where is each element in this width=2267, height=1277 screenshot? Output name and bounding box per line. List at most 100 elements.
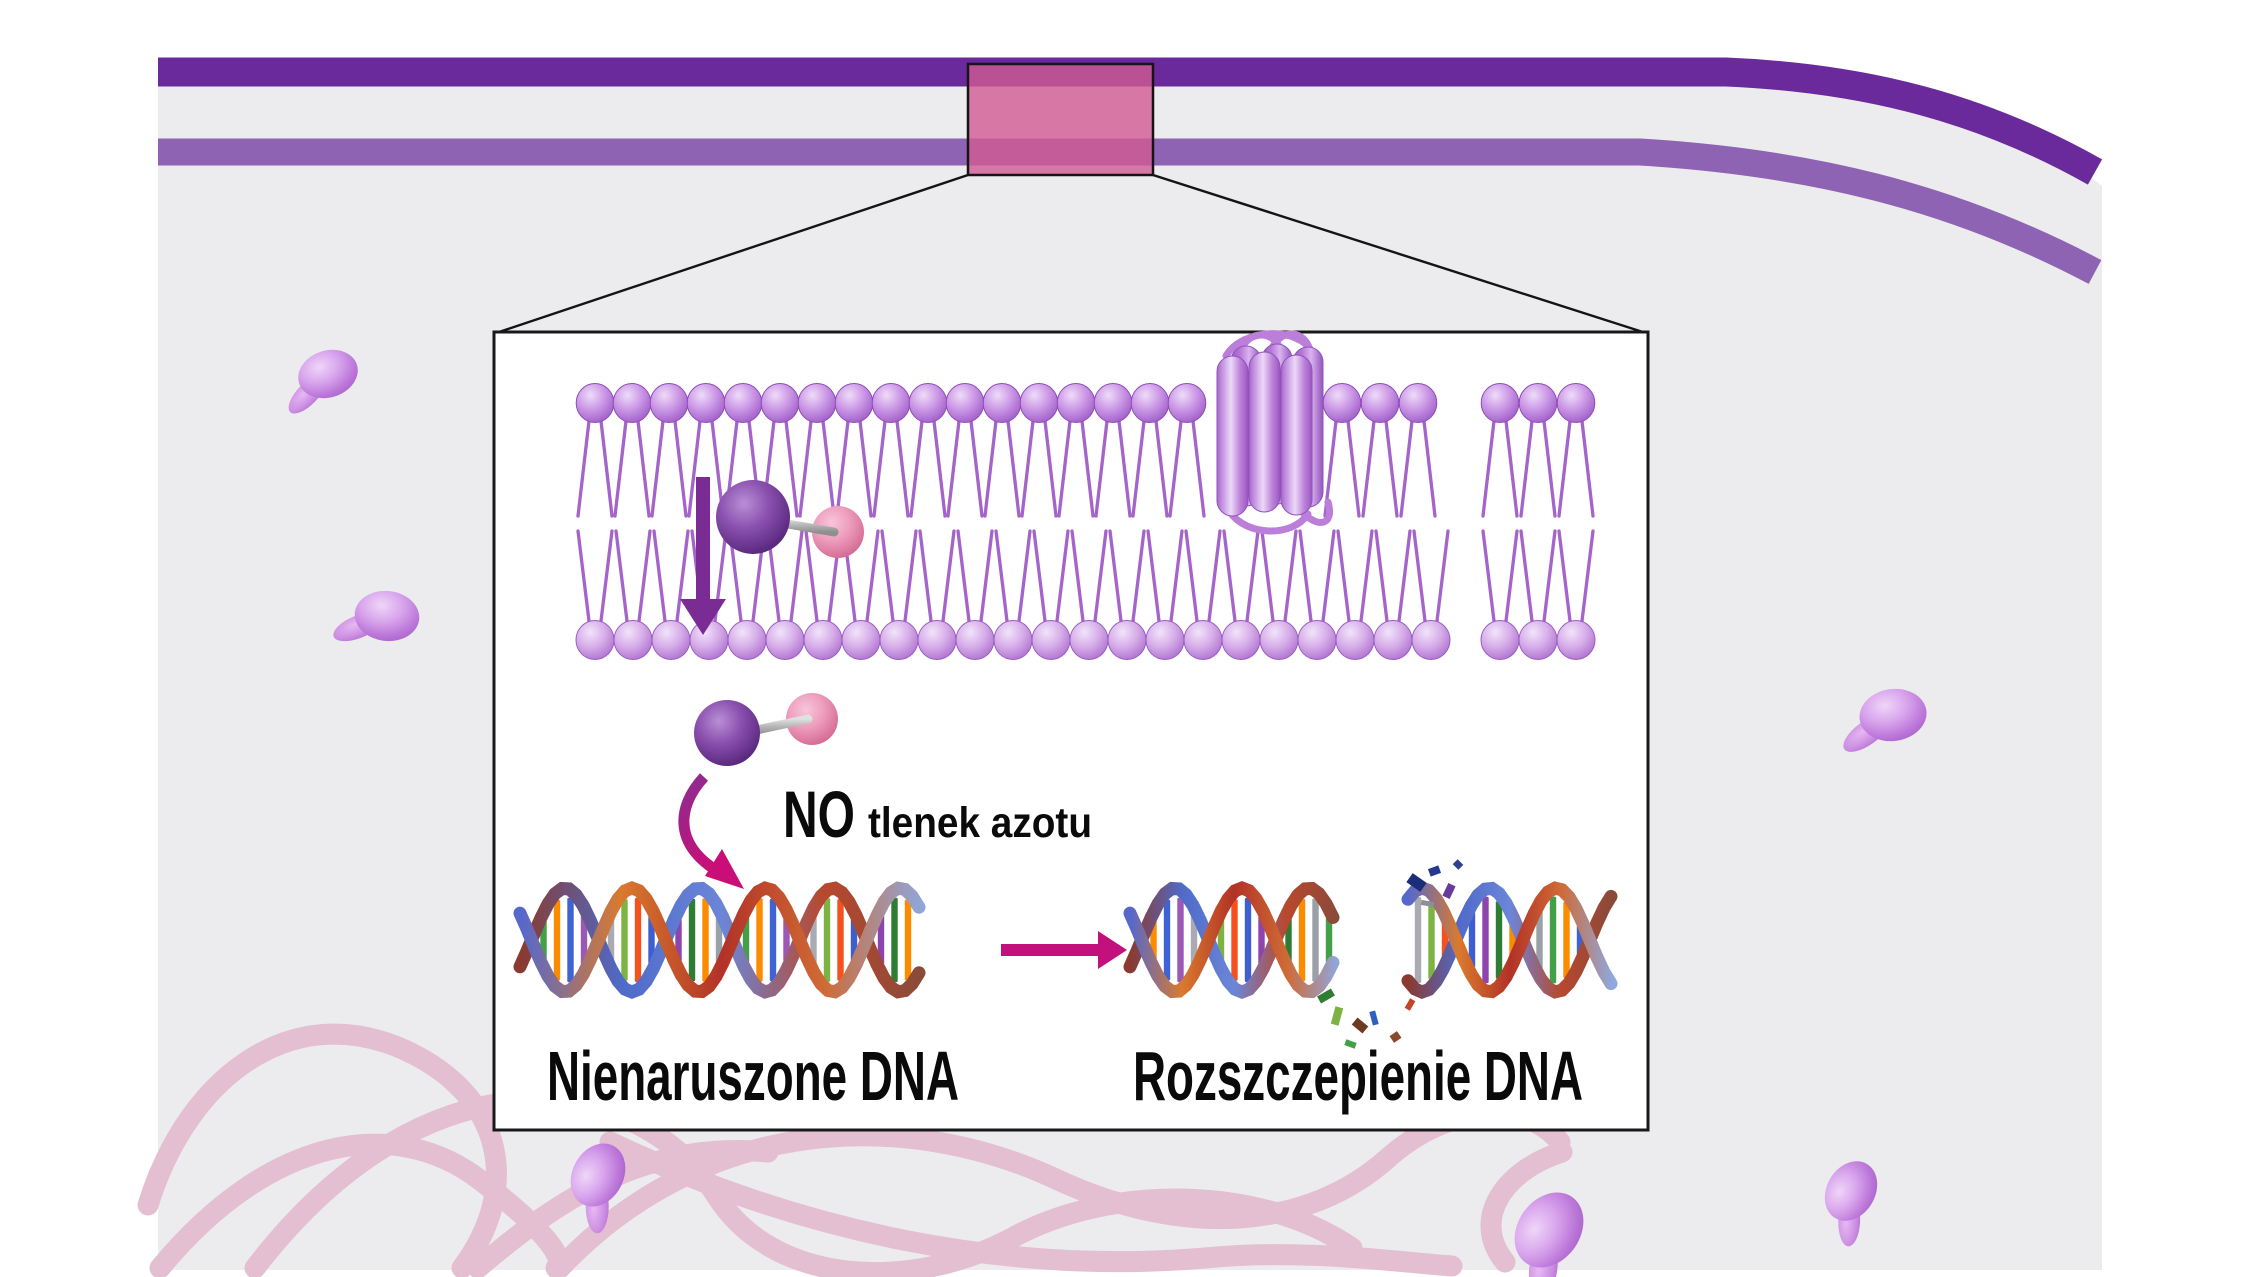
lipid-head	[1031, 620, 1071, 660]
membrane-highlight-region	[966, 62, 1155, 177]
lipid-tail	[1399, 419, 1414, 518]
lipid-tail	[1108, 529, 1123, 623]
protein-helix-cylinder	[1248, 351, 1281, 513]
lipid-head	[917, 620, 957, 660]
lipid-head	[1360, 383, 1400, 423]
lipid-tail	[979, 529, 994, 623]
lipid-head	[1480, 620, 1520, 660]
lipid-head	[1411, 620, 1451, 660]
lipid-head	[871, 383, 911, 423]
phospholipid-bilayer	[575, 383, 1596, 660]
lipid-tail	[687, 419, 702, 518]
lipid-tail	[1032, 529, 1047, 623]
nitrogen-atom	[716, 480, 790, 554]
dna-base-pair	[1536, 911, 1543, 969]
lipid-head	[955, 620, 995, 660]
lipid-head	[649, 383, 689, 423]
lipid-tail	[1580, 529, 1595, 623]
lipid-tail	[994, 529, 1009, 623]
dna-fragment	[1404, 998, 1416, 1011]
lipid-tail	[1184, 529, 1199, 623]
lipid-tail	[1346, 419, 1361, 518]
zoom-connector-right	[1152, 173, 1647, 335]
nitrogen-atom	[694, 700, 760, 766]
lipid-head	[1518, 620, 1558, 660]
lipid-tail	[1020, 419, 1035, 518]
lipid-tail	[1412, 529, 1427, 623]
lipid-head	[1335, 620, 1375, 660]
organelle-vesicle	[1514, 1192, 1584, 1277]
dna-strand	[1123, 881, 1340, 999]
lipid-head	[1019, 383, 1059, 423]
lipid-head	[760, 383, 800, 423]
lipid-tail	[865, 529, 880, 623]
no-to-dna-arrow	[678, 773, 729, 881]
dna-base-pair	[837, 899, 844, 981]
lipid-tail	[1260, 529, 1275, 623]
dna-base-pair	[1428, 900, 1435, 980]
lipid-tail	[1131, 529, 1146, 623]
lipid-tail	[1146, 529, 1161, 623]
dna-base-pair	[648, 916, 655, 964]
lipid-head	[1167, 383, 1207, 423]
lipid-tail	[1435, 529, 1450, 623]
dna-fragment	[1427, 865, 1442, 877]
lipid-head	[1480, 383, 1520, 423]
lipid-head	[945, 383, 985, 423]
dna-base-pair	[1414, 897, 1422, 983]
protein-helix-cylinder	[1280, 354, 1313, 516]
lipid-tail	[652, 529, 667, 623]
lipid-tail	[789, 529, 804, 623]
dna-base-pair	[1298, 898, 1306, 982]
dna-base-pair	[904, 899, 912, 981]
lipid-tail	[1481, 529, 1496, 623]
protein-loop	[1300, 498, 1333, 526]
dna-fragment	[1452, 859, 1464, 870]
lipid-tail	[969, 419, 984, 518]
lipid-tail	[1057, 419, 1072, 518]
dna-fragment	[1420, 899, 1435, 908]
lipid-tail	[918, 529, 933, 623]
cleavage-arrow	[1001, 931, 1127, 969]
lipid-tail	[1519, 529, 1534, 623]
lipid-head	[1297, 620, 1337, 660]
lipid-tail	[821, 419, 836, 518]
dna-base-pair	[1244, 898, 1252, 982]
lipid-tail	[1169, 529, 1184, 623]
dna-base-pair	[1177, 897, 1184, 983]
lipid-tail	[804, 529, 819, 623]
lipid-tail	[1321, 529, 1336, 623]
er-squiggle	[149, 1133, 569, 1277]
organelle-vesicle	[570, 1143, 626, 1234]
dna-base-pair	[1468, 912, 1476, 968]
dna-fragment	[1406, 873, 1427, 892]
membrane-protein-channel	[1216, 330, 1333, 535]
cleaved-dna-label: Rozszczepienie DNA	[1133, 1037, 1583, 1115]
lipid-tail	[673, 419, 688, 518]
lipid-tail	[1191, 419, 1206, 518]
dna-base-pair	[567, 897, 574, 983]
lipid-head	[689, 620, 729, 660]
lipid-head	[1130, 383, 1170, 423]
lipid-head	[686, 383, 726, 423]
dna-strand	[513, 881, 926, 999]
lipid-head	[1322, 383, 1362, 423]
dna-strand	[1401, 881, 1618, 999]
dna-fragment	[1369, 1010, 1379, 1026]
protein-loop	[1222, 330, 1316, 360]
dna-base-pair	[823, 898, 831, 982]
lipid-tail	[576, 419, 591, 518]
lipid-head	[982, 383, 1022, 423]
lipid-tail	[798, 419, 813, 518]
protein-helix-cylinder	[1216, 355, 1249, 517]
lipid-tail	[1070, 529, 1085, 623]
lipid-head	[723, 383, 763, 423]
lipid-head	[1221, 620, 1261, 660]
lipid-head	[1398, 383, 1438, 423]
dna-base-pair	[1549, 896, 1557, 984]
lipid-head	[575, 383, 615, 423]
dna-base-pair	[756, 898, 763, 982]
lipid-head	[651, 620, 691, 660]
